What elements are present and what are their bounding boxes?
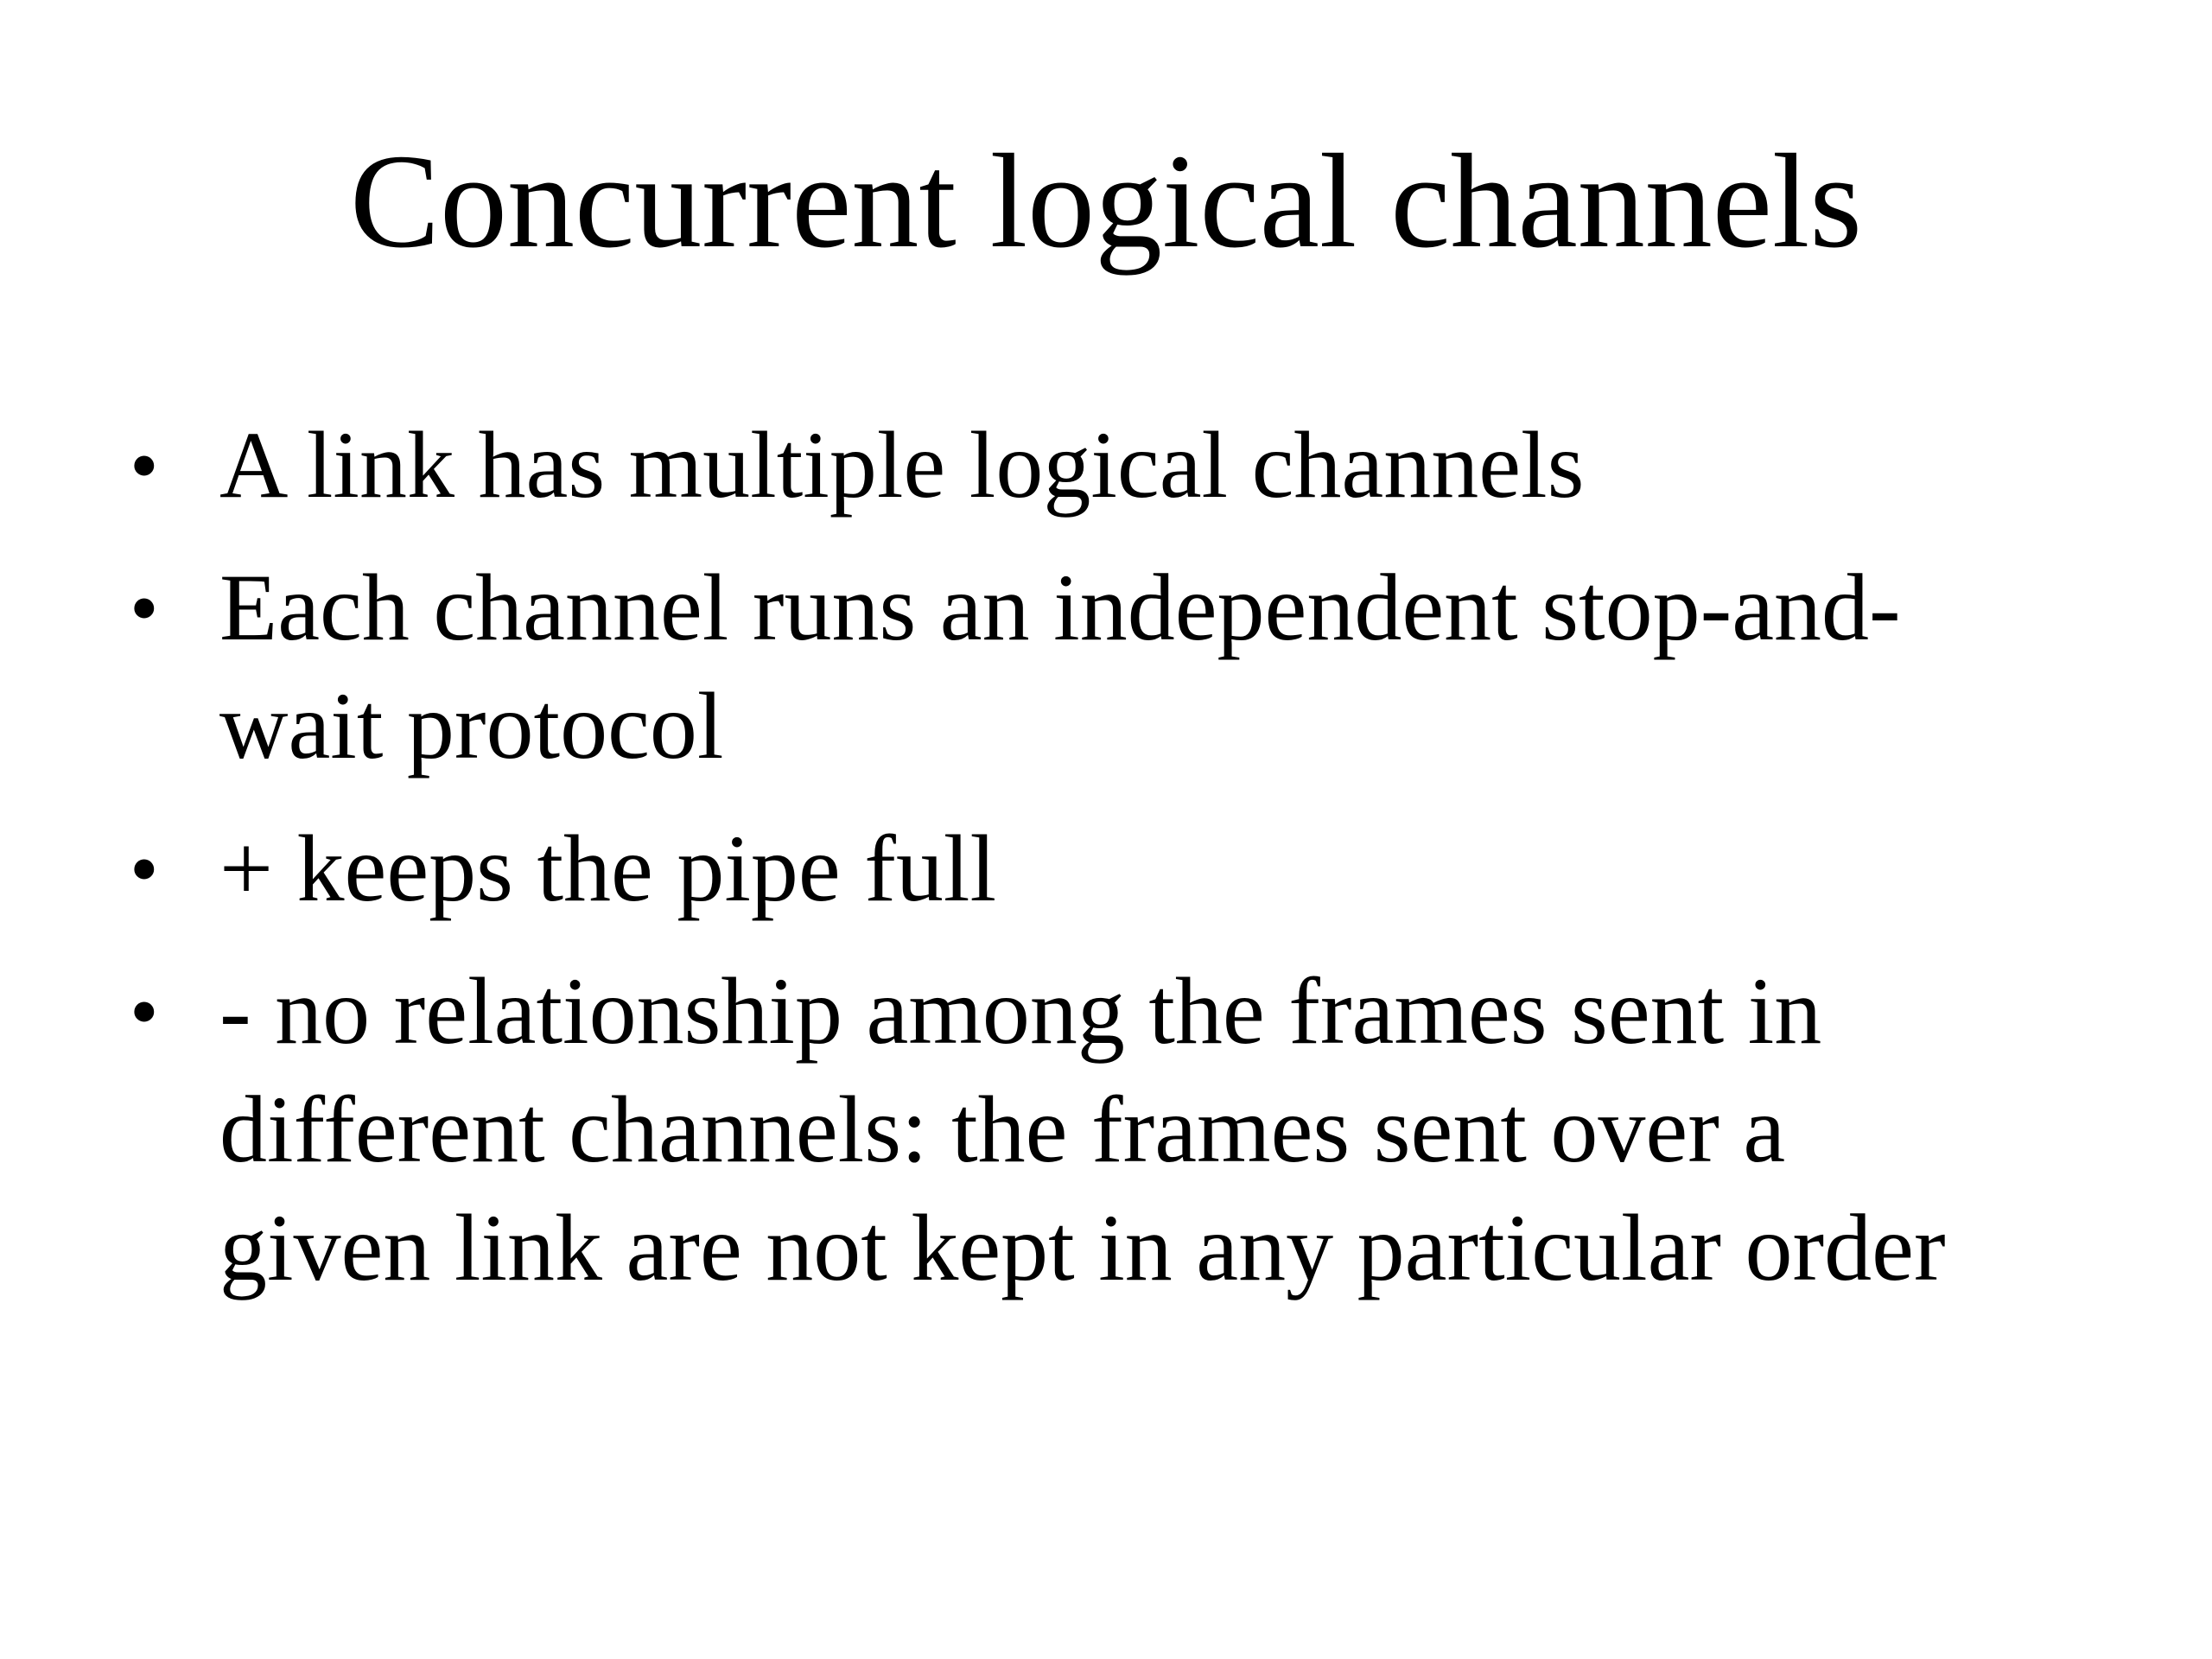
bullet-item: • - no relationship among the frames sen…: [130, 952, 2082, 1307]
bullet-text: A link has multiple logical channels: [219, 412, 1585, 518]
bullet-icon: •: [130, 562, 159, 654]
bullet-text: Each channel runs an independent stop-an…: [219, 555, 1901, 779]
bullet-text: - no relationship among the frames sent …: [219, 958, 1946, 1300]
bullet-icon: •: [130, 419, 159, 512]
bullet-icon: •: [130, 965, 159, 1058]
bullet-item: • Each channel runs an independent stop-…: [130, 549, 2082, 785]
bullet-list: • A link has multiple logical channels •…: [130, 406, 2082, 1332]
slide-title: Concurrent logical channels: [349, 126, 1863, 276]
bullet-text: + keeps the pipe full: [219, 816, 997, 921]
bullet-icon: •: [130, 823, 159, 915]
bullet-item: • + keeps the pipe full: [130, 810, 2082, 928]
bullet-item: • A link has multiple logical channels: [130, 406, 2082, 524]
